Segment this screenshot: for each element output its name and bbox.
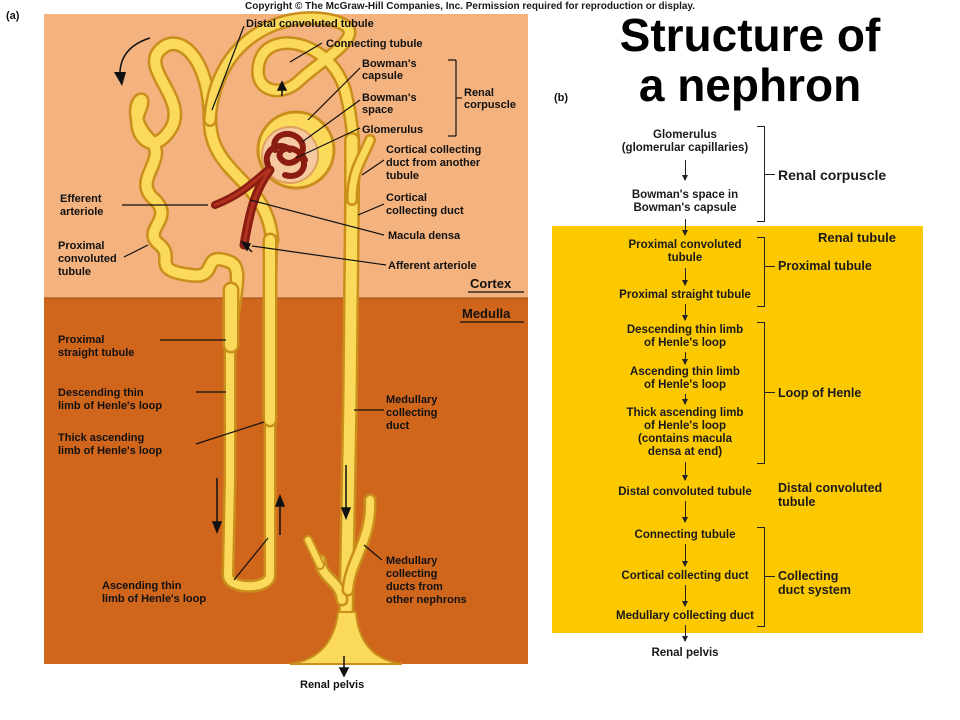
nephron-tubule xyxy=(128,11,361,593)
label-medullary-collecting-ducts-other: Medullary collecting ducts from other ne… xyxy=(386,555,467,606)
bracket-renal-corpuscle xyxy=(757,126,765,222)
label-connecting-tubule: Connecting tubule xyxy=(326,38,423,50)
nephron-anatomy-figure: (a) Distal convoluted tubule Connecting … xyxy=(6,10,528,691)
flow-arrow xyxy=(681,625,688,642)
box-title-renal-tubule: Renal tubule xyxy=(818,230,897,245)
zone-label-medulla: Medulla xyxy=(462,306,511,321)
flow-arrow-head xyxy=(114,72,126,86)
label-macula-densa: Macula densa xyxy=(388,230,461,242)
step-connecting-tubule: Connecting tubule xyxy=(634,529,736,541)
step-distal-convoluted-tubule: Distal convoluted tubule xyxy=(618,486,752,498)
bracket-tick xyxy=(765,392,775,393)
renal-pelvis-shape xyxy=(289,611,403,665)
label-bowmans-capsule: Bowman's capsule xyxy=(362,58,420,82)
flow-arrow xyxy=(681,304,688,321)
label-cortical-collecting-duct-other: Cortical collecting duct from another tu… xyxy=(386,144,484,182)
leader-lines xyxy=(122,25,462,581)
medulla-region xyxy=(44,298,528,664)
flow-arrow xyxy=(681,160,688,181)
label-medullary-collecting-duct: Medullary collecting duct xyxy=(386,394,440,432)
panel-b-letter: (b) xyxy=(554,92,569,104)
flow-arrow xyxy=(681,544,688,567)
page-title: Structure of a nephron xyxy=(560,10,940,110)
label-ascending-thin-limb: Ascending thin limb of Henle's loop xyxy=(102,580,206,605)
flow-arrow xyxy=(681,394,688,405)
bracket-proximal-tubule xyxy=(757,237,765,307)
label-thick-ascending-limb: Thick ascending limb of Henle's loop xyxy=(58,432,162,457)
zone-label-cortex: Cortex xyxy=(470,276,512,291)
flow-arrows xyxy=(211,80,352,678)
title-line-1: Structure of xyxy=(619,9,881,61)
bracket-loop-of-henle xyxy=(757,322,765,464)
flow-arrow xyxy=(681,268,688,286)
group-proximal-tubule: Proximal tubule xyxy=(778,259,872,273)
bracket-collecting-duct-system xyxy=(757,527,765,627)
step-cortical-collecting-duct: Cortical collecting duct xyxy=(621,570,749,582)
label-afferent-arteriole: Afferent arteriole xyxy=(388,260,477,272)
bracket-tick xyxy=(765,174,775,175)
flow-arrow xyxy=(681,219,688,236)
label-proximal-convoluted-tubule: Proximal convoluted tubule xyxy=(58,240,120,278)
title-line-2: a nephron xyxy=(638,59,862,111)
label-glomerulus: Glomerulus xyxy=(362,124,423,136)
flow-arrow xyxy=(681,501,688,523)
label-renal-corpuscle: Renal corpuscle xyxy=(464,87,516,111)
group-renal-corpuscle: Renal corpuscle xyxy=(778,167,887,183)
flow-arrow xyxy=(681,585,688,607)
flow-arrow xyxy=(681,462,688,481)
step-medullary-collecting-duct: Medullary collecting duct xyxy=(615,610,755,622)
copyright-notice: Copyright © The McGraw-Hill Companies, I… xyxy=(244,1,696,12)
label-renal-pelvis: Renal pelvis xyxy=(300,679,364,691)
label-descending-thin-limb: Descending thin limb of Henle's loop xyxy=(58,387,162,412)
renal-tubule-box xyxy=(552,226,923,633)
step-glomerulus: Glomerulus(glomerular capillaries) xyxy=(621,129,749,154)
bracket-tick xyxy=(765,576,775,577)
panel-a-letter: (a) xyxy=(6,10,20,22)
label-efferent-arteriole: Efferent arteriole xyxy=(60,193,105,218)
step-renal-pelvis: Renal pelvis xyxy=(651,647,719,659)
label-distal-convoluted-tubule: Distal convoluted tubule xyxy=(246,18,374,30)
label-cortical-collecting-duct: Cortical collecting duct xyxy=(386,192,464,217)
label-bowmans-space: Bowman's space xyxy=(362,92,420,116)
group-loop-of-henle: Loop of Henle xyxy=(778,386,862,400)
flow-arrow xyxy=(681,352,688,365)
step-proximal-straight-tubule: Proximal straight tubule xyxy=(619,289,751,301)
label-proximal-straight-tubule: Proximal straight tubule xyxy=(58,334,134,359)
bracket-tick xyxy=(765,266,775,267)
